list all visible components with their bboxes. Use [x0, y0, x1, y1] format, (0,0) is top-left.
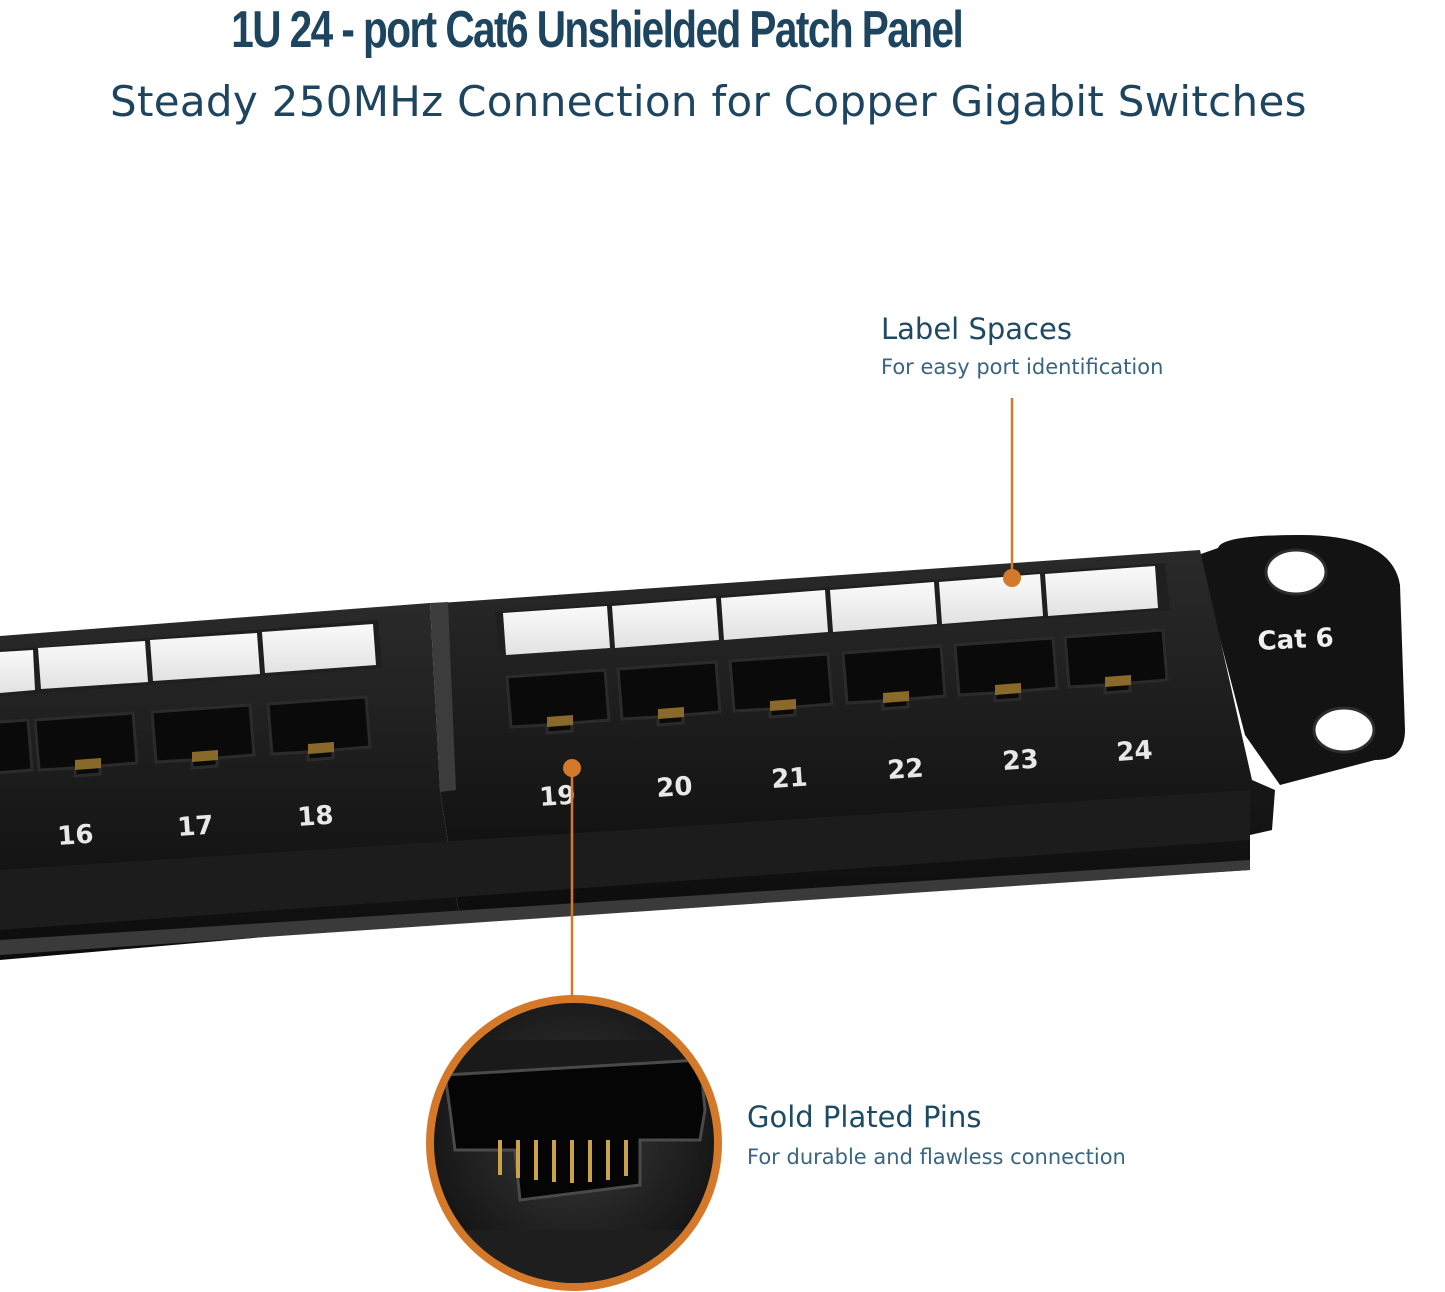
port-number-23: 23 [1001, 745, 1039, 777]
port-numbers: 16 17 18 19 20 21 22 23 24 [56, 736, 1153, 852]
gold-pins-marker-dot [563, 759, 581, 777]
port-number-21: 21 [770, 763, 808, 795]
port-number-19: 19 [538, 781, 576, 813]
label-spaces-right [503, 566, 1158, 655]
page-title: 1U 24 - port Cat6 Unshielded Patch Panel [231, 1, 964, 59]
port-number-20: 20 [655, 772, 693, 804]
label-spaces-title: Label Spaces [881, 312, 1072, 346]
port-number-16: 16 [56, 820, 94, 852]
port-number-22: 22 [886, 754, 924, 786]
jacks-right [505, 628, 1169, 735]
jacks-left [0, 695, 372, 778]
label-spaces-marker-dot [1003, 569, 1021, 587]
mount-hole-top [1264, 548, 1328, 596]
label-spaces-left [0, 624, 376, 693]
module-divider [430, 602, 456, 792]
bracket-label: Cat 6 [1257, 623, 1335, 657]
port-number-17: 17 [176, 811, 214, 843]
mount-hole-bottom [1312, 706, 1376, 754]
panel-lower-rail [0, 790, 1250, 930]
label-spaces-subtitle: For easy port identification [881, 355, 1164, 379]
port-number-24: 24 [1115, 736, 1153, 768]
gold-pins-subtitle: For durable and flawless connection [747, 1145, 1126, 1169]
page-subtitle: Steady 250MHz Connection for Copper Giga… [110, 77, 1307, 126]
jack-zoom-circle [426, 995, 722, 1291]
gold-pins-title: Gold Plated Pins [747, 1100, 982, 1134]
port-number-18: 18 [296, 801, 334, 833]
